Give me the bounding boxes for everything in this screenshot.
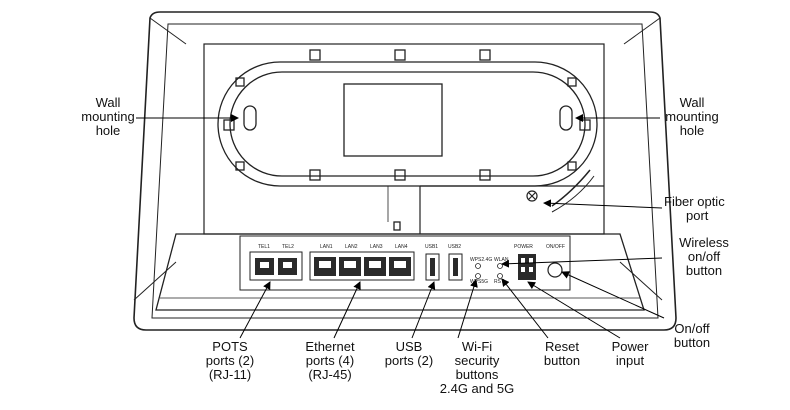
- onoff-button[interactable]: [547, 262, 563, 278]
- port-bay: [155, 233, 645, 311]
- tel2-label: TEL2: [282, 244, 294, 250]
- lan2-label: LAN2: [345, 244, 358, 250]
- usb1-label: USB1: [425, 244, 438, 250]
- leader-lines: [136, 114, 665, 339]
- wireless-onoff-button[interactable]: [497, 263, 503, 269]
- tel1-label: TEL1: [258, 244, 270, 250]
- pots-ports: TEL1 TEL2: [249, 244, 303, 281]
- lan3-label: LAN3: [370, 244, 383, 250]
- reset-button[interactable]: [497, 273, 503, 279]
- rst-label: RST: [494, 279, 504, 285]
- wps5-label: WPS5G: [470, 279, 488, 285]
- power-input[interactable]: [518, 254, 536, 280]
- wall-mounting-hole-right: [559, 105, 573, 131]
- usb-ports: USB1 USB2: [425, 244, 463, 281]
- usb2-port[interactable]: [448, 253, 463, 281]
- router-housing: [133, 11, 677, 331]
- wps24-button[interactable]: [475, 263, 481, 269]
- usb1-port[interactable]: [425, 253, 440, 281]
- product-label-area: [343, 83, 443, 157]
- wlan-label: WLAN: [494, 257, 509, 263]
- wps5-button[interactable]: [475, 273, 481, 279]
- wps24-label: WPS2.4G: [470, 257, 492, 263]
- power-section: POWER ON/OFF: [514, 244, 565, 280]
- lan1-label: LAN1: [320, 244, 333, 250]
- wall-mounting-hole-left: [243, 105, 257, 131]
- cable-guide: [217, 49, 598, 231]
- onoff-label: ON/OFF: [546, 244, 565, 250]
- usb2-label: USB2: [448, 244, 461, 250]
- ethernet-ports: LAN1 LAN2 LAN3 LAN4: [309, 244, 415, 281]
- power-label: POWER: [514, 244, 533, 250]
- lan4-label: LAN4: [395, 244, 408, 250]
